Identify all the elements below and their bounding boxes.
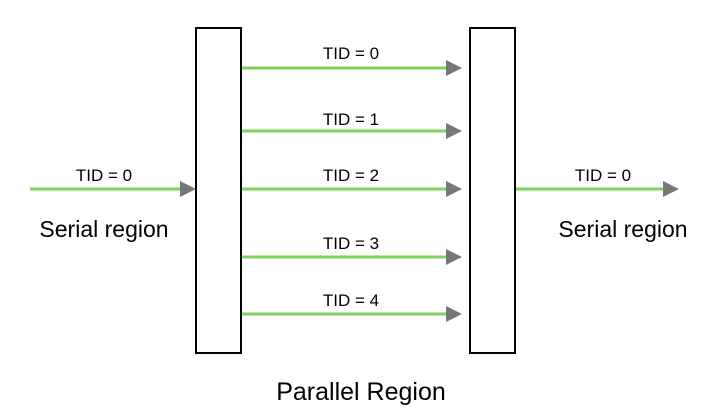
thread-0: TID = 0 [242,44,462,76]
thread-tid-label: TID = 4 [323,291,379,310]
thread-tid-label: TID = 1 [323,110,379,129]
serial-out-tid-label: TID = 0 [575,166,631,185]
parallel-region-title: Parallel Region [276,378,446,406]
thread-1: TID = 1 [242,110,462,139]
join-box [469,27,516,354]
serial-in-region-label: Serial region [39,216,168,242]
serial-in-tid-label: TID = 0 [76,166,132,185]
thread-tid-label: TID = 0 [323,44,379,63]
thread-4: TID = 4 [242,291,462,322]
thread-2: TID = 2 [242,166,462,197]
thread-tid-label: TID = 2 [323,166,379,185]
thread-3: TID = 3 [242,234,462,265]
fork-box [195,27,242,354]
thread-arrows: TID = 0 TID = 1 TID = 2 TID = 3 TID = 4 [242,44,462,322]
serial-out-region-label: Serial region [558,216,687,242]
thread-tid-label: TID = 3 [323,234,379,253]
